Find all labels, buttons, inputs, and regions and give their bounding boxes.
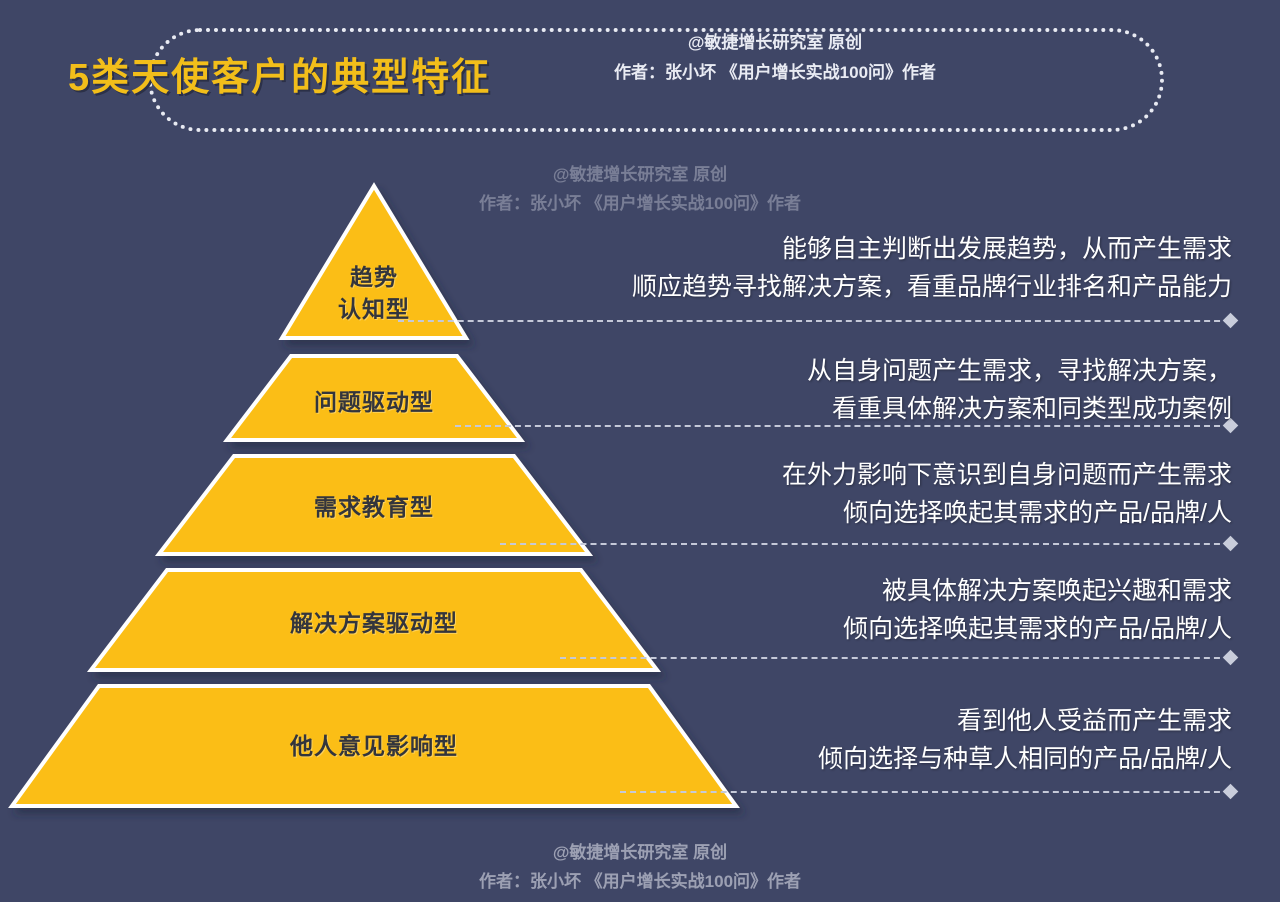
pyramid-level-4-label: 解决方案驱动型 bbox=[290, 610, 458, 636]
pyramid-level-3-label: 需求教育型 bbox=[314, 494, 434, 520]
connector-line-4 bbox=[560, 657, 1230, 659]
connector-line-2 bbox=[455, 425, 1230, 427]
pyramid-level-1-label: 趋势 认知型 bbox=[338, 264, 410, 322]
header-credit: @敏捷增长研究室 原创 作者：张小坏 《用户增长实战100问》作者 bbox=[560, 28, 990, 88]
pyramid-level-2-label: 问题驱动型 bbox=[314, 389, 434, 415]
pyramid-level-5-shape[interactable] bbox=[8, 684, 740, 808]
pyramid-level-5-description: 看到他人受益而产生需求 倾向选择与种草人相同的产品/品牌/人 bbox=[818, 707, 1232, 773]
header-credit-line2: 作者：张小坏 《用户增长实战100问》作者 bbox=[613, 63, 937, 82]
pyramid-level-1-description: 能够自主判断出发展趋势，从而产生需求 顺应趋势寻找解决方案，看重品牌行业排名和产… bbox=[631, 235, 1232, 301]
connector-line-5 bbox=[620, 791, 1230, 793]
pyramid-level-1-shape[interactable] bbox=[278, 182, 470, 340]
pyramid-level-2-shape[interactable] bbox=[222, 354, 526, 442]
pyramid-level-2-description: 从自身问题产生需求，寻找解决方案， 看重具体解决方案和同类型成功案例 bbox=[806, 357, 1232, 423]
header-credit-line1: @敏捷增长研究室 原创 bbox=[687, 33, 863, 52]
pyramid-level-4-description: 被具体解决方案唤起兴趣和需求 倾向选择唤起其需求的产品/品牌/人 bbox=[843, 577, 1232, 643]
pyramid-level-5-label: 他人意见影响型 bbox=[290, 733, 458, 759]
pyramid-level-3-shape[interactable] bbox=[154, 454, 594, 556]
pyramid-level-3-description: 在外力影响下意识到自身问题而产生需求 倾向选择唤起其需求的产品/品牌/人 bbox=[781, 461, 1232, 527]
pyramid-level-4-shape[interactable] bbox=[86, 568, 662, 672]
connector-line-3 bbox=[500, 543, 1230, 545]
page-title: 5类天使客户的典型特征 bbox=[68, 57, 492, 99]
connector-line-1 bbox=[398, 320, 1230, 322]
header-banner bbox=[148, 28, 1164, 132]
